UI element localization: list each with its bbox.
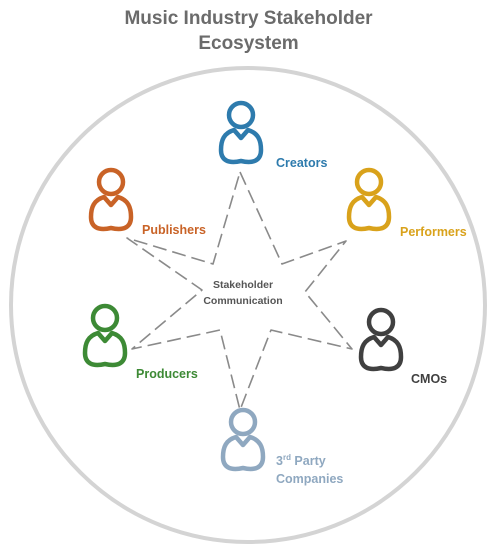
performers-label: Performers [400,225,467,239]
third-party-label-sup: rd [283,453,291,462]
performers-person-icon [349,170,389,229]
stakeholder-producers: Producers [85,306,198,381]
center-label-line-2: Communication [203,295,282,307]
third-party-label-line-2: Companies [276,472,343,486]
diagram-title: Music Industry Stakeholder Ecosystem [0,6,497,56]
publishers-label: Publishers [142,223,206,237]
center-label-line-1: Stakeholder [213,279,273,291]
stakeholder-performers: Performers [349,170,467,239]
cmos-label: CMOs [411,372,447,386]
publishers-person-icon [91,170,131,229]
creators-person-icon [221,103,261,162]
title-line-2: Ecosystem [198,33,299,54]
stakeholder-cmos: CMOs [361,310,447,386]
stakeholder-third-party: 3rd Party Companies [223,410,343,486]
communication-star [126,171,353,411]
ecosystem-ring [9,66,487,544]
title-line-1: Music Industry Stakeholder [124,8,373,29]
creators-label: Creators [276,156,327,170]
third-party-person-icon [223,410,263,469]
stakeholder-creators: Creators [221,103,327,170]
third-party-label-line-1: 3rd Party [276,453,326,468]
third-party-label-post: Party [291,454,326,468]
stakeholder-publishers: Publishers [91,170,206,237]
producers-label: Producers [136,367,198,381]
cmos-person-icon [361,310,401,369]
producers-person-icon [85,306,125,365]
third-party-label-pre: 3 [276,454,283,468]
